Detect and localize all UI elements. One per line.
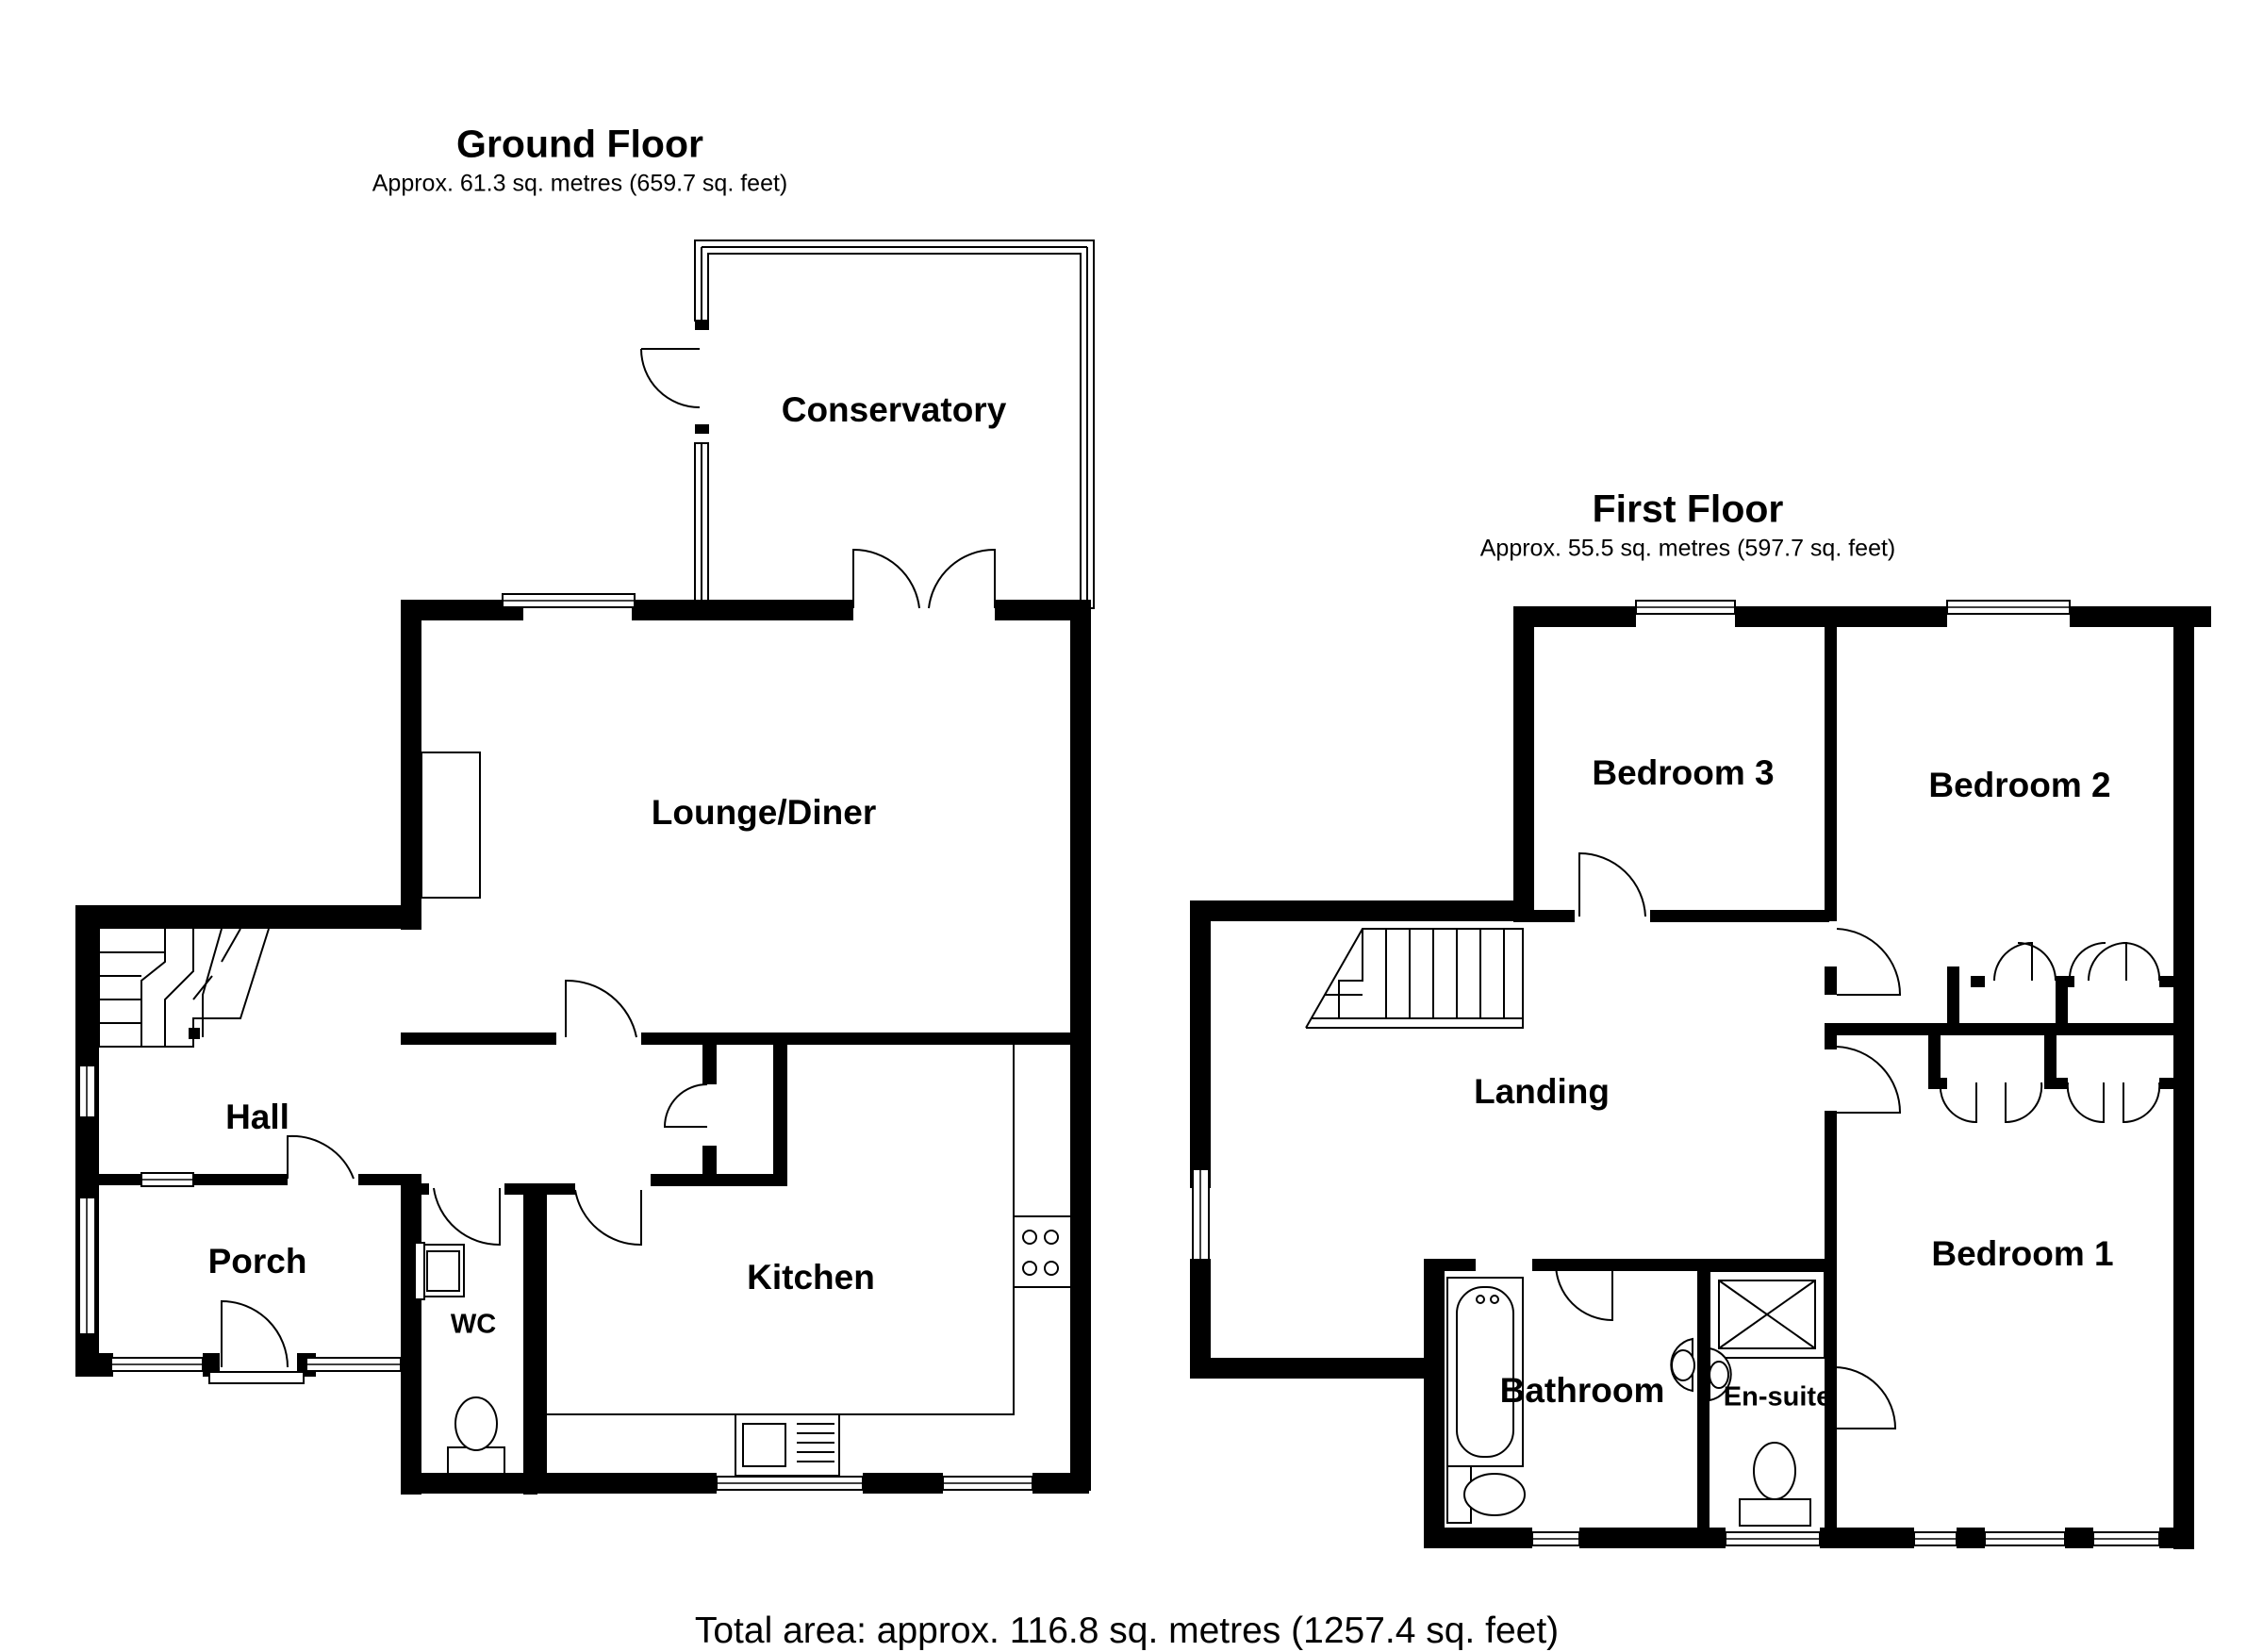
- landing-window: [1192, 1168, 1210, 1269]
- room-label-conservatory: Conservatory: [781, 390, 1007, 429]
- first-outer-walls: [1190, 606, 2211, 1549]
- first-floor-plan: [1190, 600, 2211, 1549]
- landing-stairs: [1305, 928, 1524, 1029]
- lounge-bottom-wall: [401, 1032, 1089, 1045]
- kitchen-sink: [735, 1413, 840, 1477]
- lounge-window: [502, 593, 636, 608]
- first-floor-area: Approx. 55.5 sq. metres (597.7 sq. feet): [1479, 535, 1896, 562]
- bathroom-basin: [1670, 1337, 1695, 1393]
- room-label-bedroom-1: Bedroom 1: [1931, 1234, 2114, 1273]
- room-label-landing: Landing: [1474, 1072, 1610, 1111]
- ground-floor-area: Approx. 61.3 sq. metres (659.7 sq. feet): [372, 170, 788, 197]
- french-doors: [852, 548, 996, 609]
- conservatory-door: [640, 348, 701, 408]
- kitchen-worktops: [547, 1045, 1070, 1415]
- room-label-bedroom-2: Bedroom 2: [1928, 766, 2111, 804]
- wc-basin: [414, 1242, 465, 1300]
- bath-tub: [1446, 1277, 1524, 1467]
- ensuite-toilet: [1739, 1442, 1811, 1527]
- cupboard-door: [663, 1083, 708, 1128]
- room-label-porch: Porch: [207, 1242, 307, 1280]
- ensuite-window: [1725, 1531, 1821, 1546]
- bedroom3-window: [1635, 600, 1736, 615]
- bedroom1-window-mid: [1984, 1531, 2066, 1546]
- kitchen-window-small: [942, 1476, 1033, 1491]
- bedroom1-window-left: [1913, 1531, 1957, 1546]
- porch-window-left: [110, 1357, 204, 1372]
- ground-bottom-wall: [401, 1473, 1089, 1494]
- hall-stairs: [98, 928, 270, 1048]
- bathroom-window: [1531, 1531, 1580, 1546]
- bedroom1-door: [1836, 1046, 1902, 1114]
- room-label-bedroom-3: Bedroom 3: [1592, 753, 1775, 792]
- lounge-walls: [401, 600, 1091, 1491]
- room-label-hall: Hall: [225, 1098, 289, 1136]
- room-label-bathroom: Bathroom: [1499, 1371, 1665, 1410]
- porch-window-right: [306, 1357, 402, 1372]
- room-label-en-suite: En-suite: [1723, 1381, 1832, 1412]
- porch-side-window: [78, 1197, 96, 1335]
- room-label-wc: WC: [450, 1309, 497, 1340]
- chimney-breast: [421, 752, 481, 899]
- kitchen-door: [574, 1189, 642, 1247]
- ensuite-basin: [1709, 1346, 1732, 1402]
- bedroom1-window-right: [2092, 1531, 2160, 1546]
- room-label-kitchen: Kitchen: [747, 1258, 875, 1297]
- room-label-lounge-diner: Lounge/Diner: [651, 793, 877, 832]
- ensuite-shower: [1709, 1270, 1825, 1359]
- porch-hall-door: [287, 1134, 355, 1180]
- hall-side-window: [78, 1065, 96, 1118]
- wardrobe-doors: [1939, 941, 2161, 1124]
- kitchen-window-main: [716, 1476, 864, 1491]
- kitchen-hob: [1022, 1230, 1059, 1276]
- bathroom-toilet: [1446, 1465, 1526, 1524]
- porch-front-door: [208, 1299, 305, 1384]
- bedroom2-door: [1836, 928, 1902, 996]
- bathroom-door: [1555, 1263, 1613, 1322]
- ground-floor-title: Ground Floor: [456, 122, 703, 166]
- hall-kitchen-walls: [533, 1037, 787, 1490]
- total-area: Total area: approx. 116.8 sq. metres (12…: [694, 1611, 1560, 1651]
- lounge-door: [565, 979, 637, 1038]
- hall-lower-window: [140, 1172, 194, 1187]
- bedroom3-door: [1578, 851, 1646, 917]
- ensuite-door: [1833, 1366, 1897, 1429]
- bedroom2-window: [1946, 600, 2071, 615]
- ground-floor-plan: [75, 240, 1095, 1495]
- wc-toilet: [447, 1396, 505, 1477]
- first-floor-title: First Floor: [1592, 487, 1784, 531]
- wc-door: [433, 1187, 501, 1247]
